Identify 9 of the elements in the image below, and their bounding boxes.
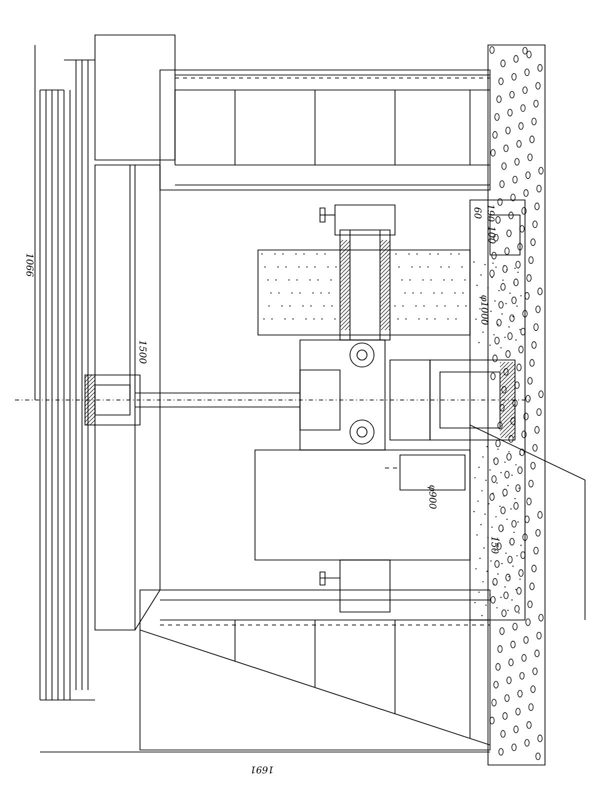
dimension-label: 1500: [139, 340, 147, 364]
dimension-label: 1066: [26, 254, 34, 277]
dimension-label: φ1000: [480, 295, 488, 325]
dimension-label: 150: [491, 536, 499, 554]
dimension-label: φ900: [428, 485, 436, 509]
dimension-label: 60: [474, 208, 482, 218]
dimension-label: 100: [488, 226, 496, 244]
dimension-label: 1691: [252, 766, 274, 774]
dimension-label: 190: [487, 204, 495, 222]
